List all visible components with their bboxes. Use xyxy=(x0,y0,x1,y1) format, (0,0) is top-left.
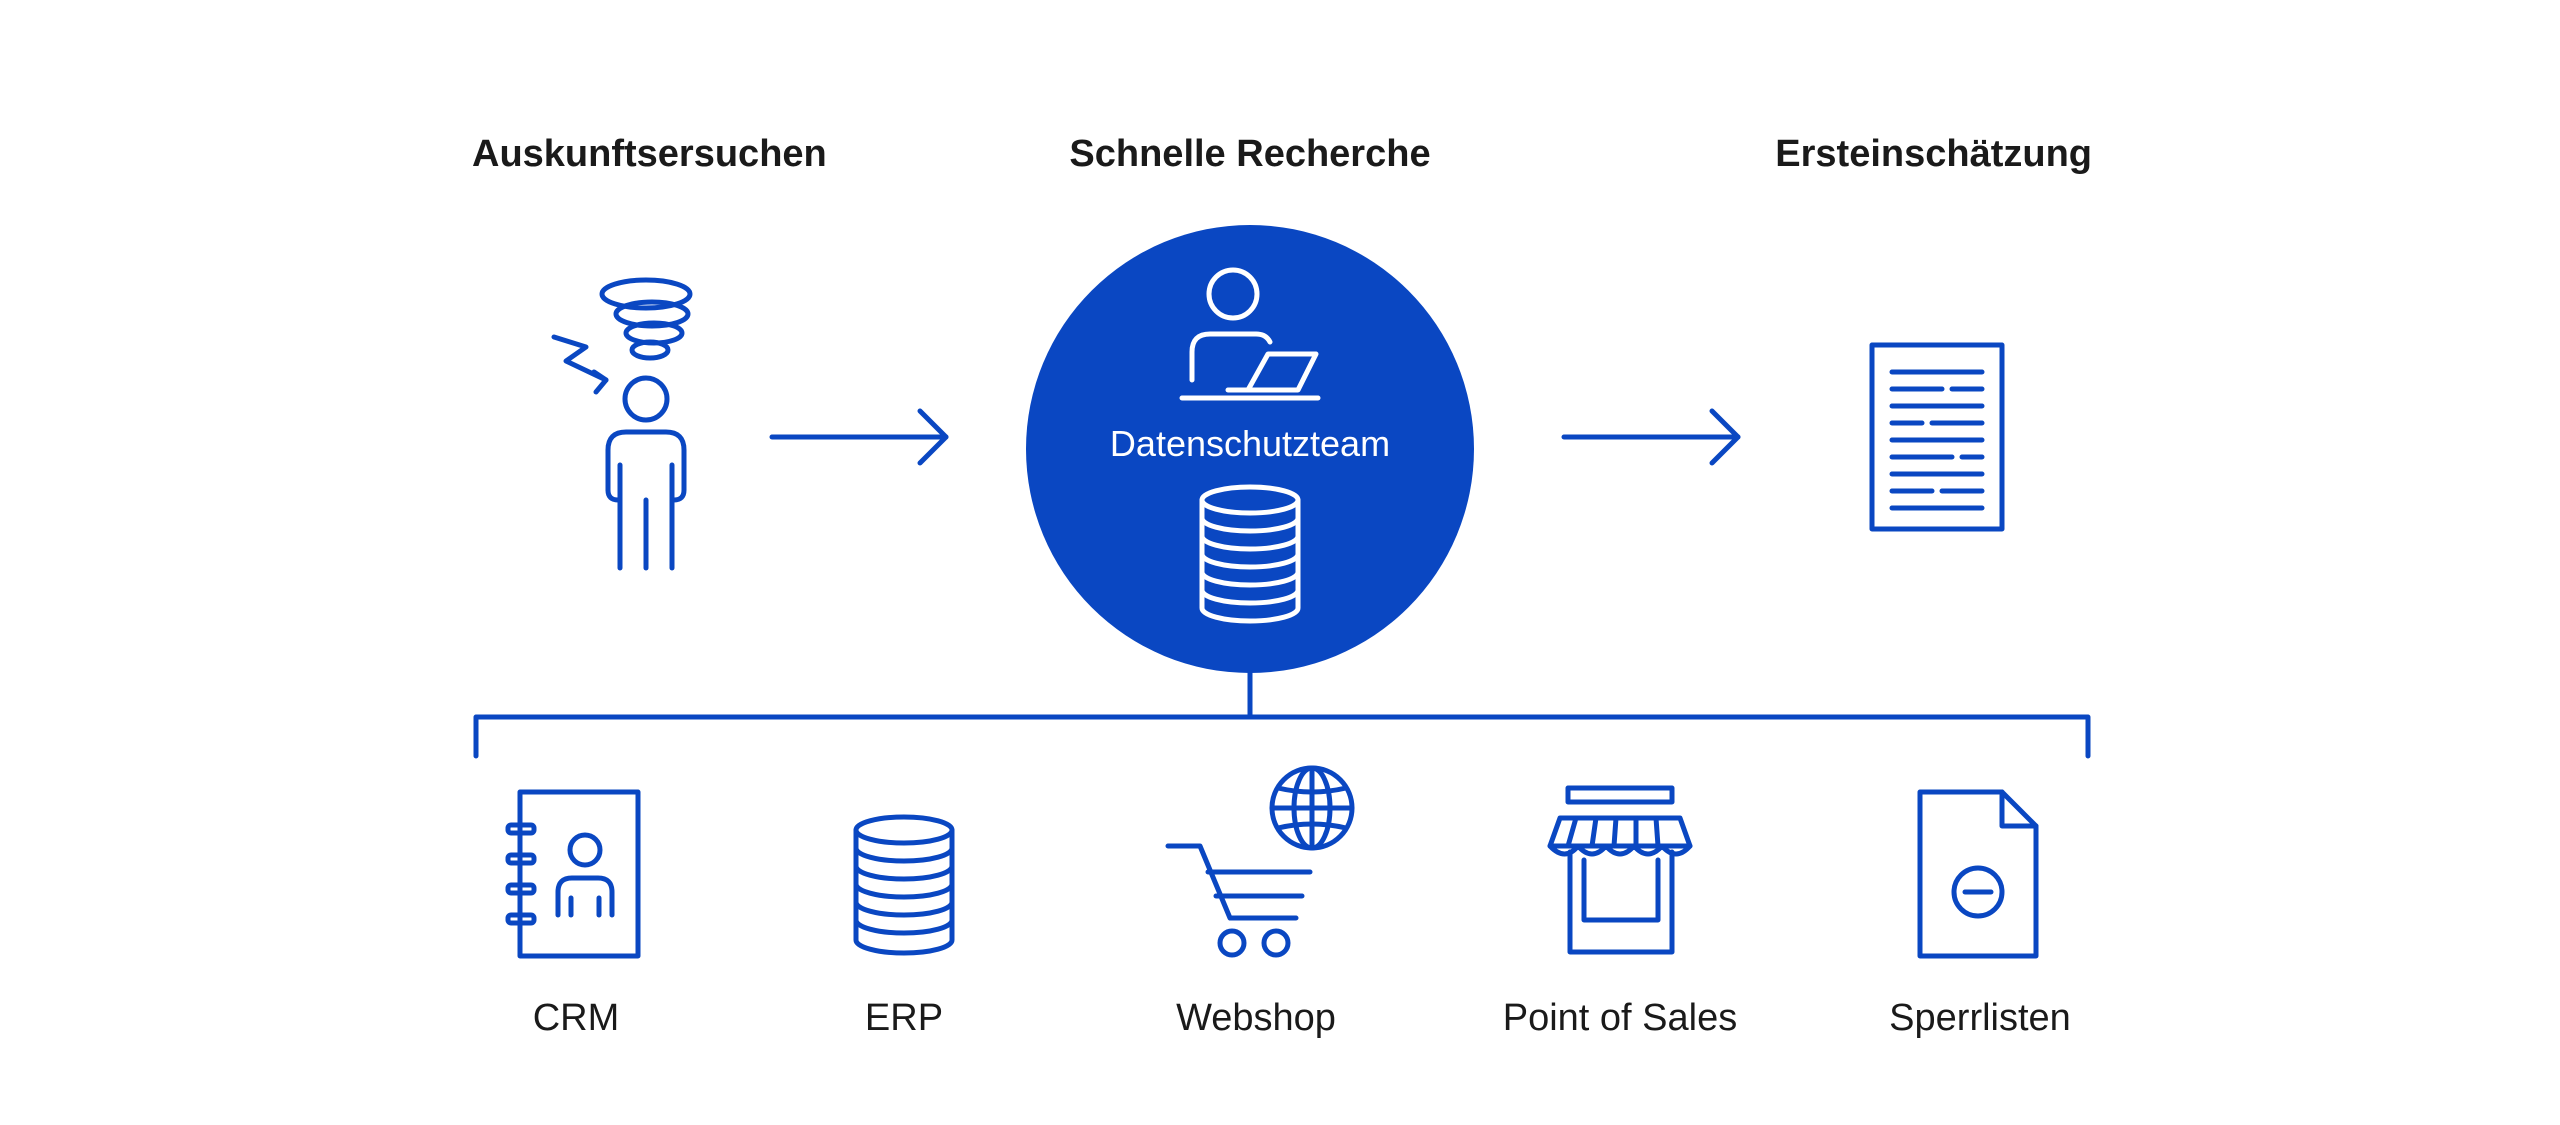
step-title-request: Auskunftsersuchen xyxy=(472,133,827,175)
source-label-point-of-sales: Point of Sales xyxy=(1503,997,1737,1039)
arrow-right-icon xyxy=(769,408,949,466)
storefront-icon xyxy=(1547,785,1693,955)
arrow-right-icon xyxy=(1561,408,1741,466)
address-book-icon xyxy=(505,789,641,959)
source-label-sperrlisten: Sperrlisten xyxy=(1889,997,2071,1039)
source-label-crm: CRM xyxy=(533,997,620,1039)
person-at-laptop-icon xyxy=(1179,267,1321,401)
step-title-assessment: Ersteinschätzung xyxy=(1775,133,2092,175)
source-label-webshop: Webshop xyxy=(1176,997,1336,1039)
blocked-file-icon xyxy=(1917,789,2039,959)
source-label-erp: ERP xyxy=(865,997,943,1039)
step-title-research: Schnelle Recherche xyxy=(1069,133,1430,175)
sources-connector-bracket xyxy=(473,670,2091,759)
research-team-circle xyxy=(1026,225,1474,673)
confused-person-icon xyxy=(551,277,693,571)
research-team-label: Datenschutzteam xyxy=(1110,423,1390,464)
database-icon xyxy=(853,814,955,956)
document-icon xyxy=(1869,342,2005,532)
database-stack-icon xyxy=(1199,484,1301,624)
shopping-cart-globe-icon xyxy=(1165,765,1355,958)
